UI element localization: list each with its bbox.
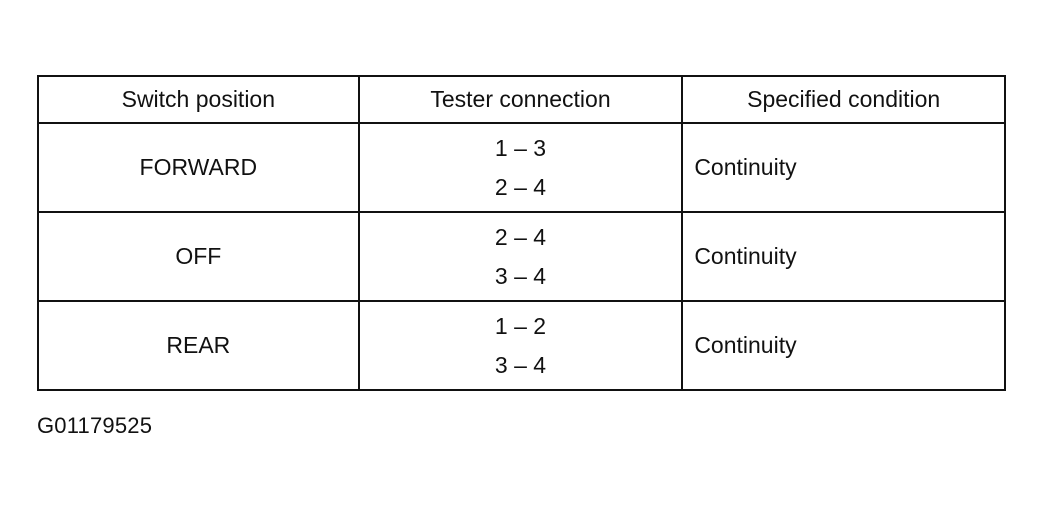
- header-switch-position: Switch position: [37, 75, 360, 124]
- table-header: Switch position Tester connection Specif…: [37, 75, 1006, 124]
- terminal-pair: 2 – 4: [494, 173, 547, 200]
- tester-connection-cell: 1 – 2 3 – 4: [357, 300, 684, 391]
- switch-position-cell: FORWARD: [37, 122, 360, 213]
- specified-condition-cell: Continuity: [681, 300, 1006, 391]
- terminal-pair: 1 – 2: [494, 312, 547, 339]
- header-tester-connection: Tester connection: [357, 75, 684, 124]
- terminal-pair: 1 – 3: [494, 134, 547, 161]
- switch-inspection-table: Switch position Tester connection Specif…: [37, 75, 1006, 391]
- tester-connection-cell: 1 – 3 2 – 4: [357, 122, 684, 213]
- tester-connection-cell: 2 – 4 3 – 4: [357, 211, 684, 302]
- table-row: OFF 2 – 4 3 – 4 Continuity: [37, 211, 1006, 302]
- terminal-pair: 2 – 4: [494, 223, 547, 250]
- table-body: FORWARD 1 – 3 2 – 4 Continuity OFF 2 – 4…: [37, 122, 1006, 391]
- terminal-pair: 3 – 4: [494, 262, 547, 289]
- table-row: REAR 1 – 2 3 – 4 Continuity: [37, 300, 1006, 391]
- switch-position-cell: REAR: [37, 300, 360, 391]
- header-specified-condition: Specified condition: [681, 75, 1006, 124]
- terminal-pair: 3 – 4: [494, 351, 547, 378]
- switch-position-cell: OFF: [37, 211, 360, 302]
- specified-condition-cell: Continuity: [681, 122, 1006, 213]
- specified-condition-cell: Continuity: [681, 211, 1006, 302]
- figure-id: G01179525: [37, 413, 153, 438]
- table-row: FORWARD 1 – 3 2 – 4 Continuity: [37, 122, 1006, 213]
- header-row: Switch position Tester connection Specif…: [37, 75, 1006, 124]
